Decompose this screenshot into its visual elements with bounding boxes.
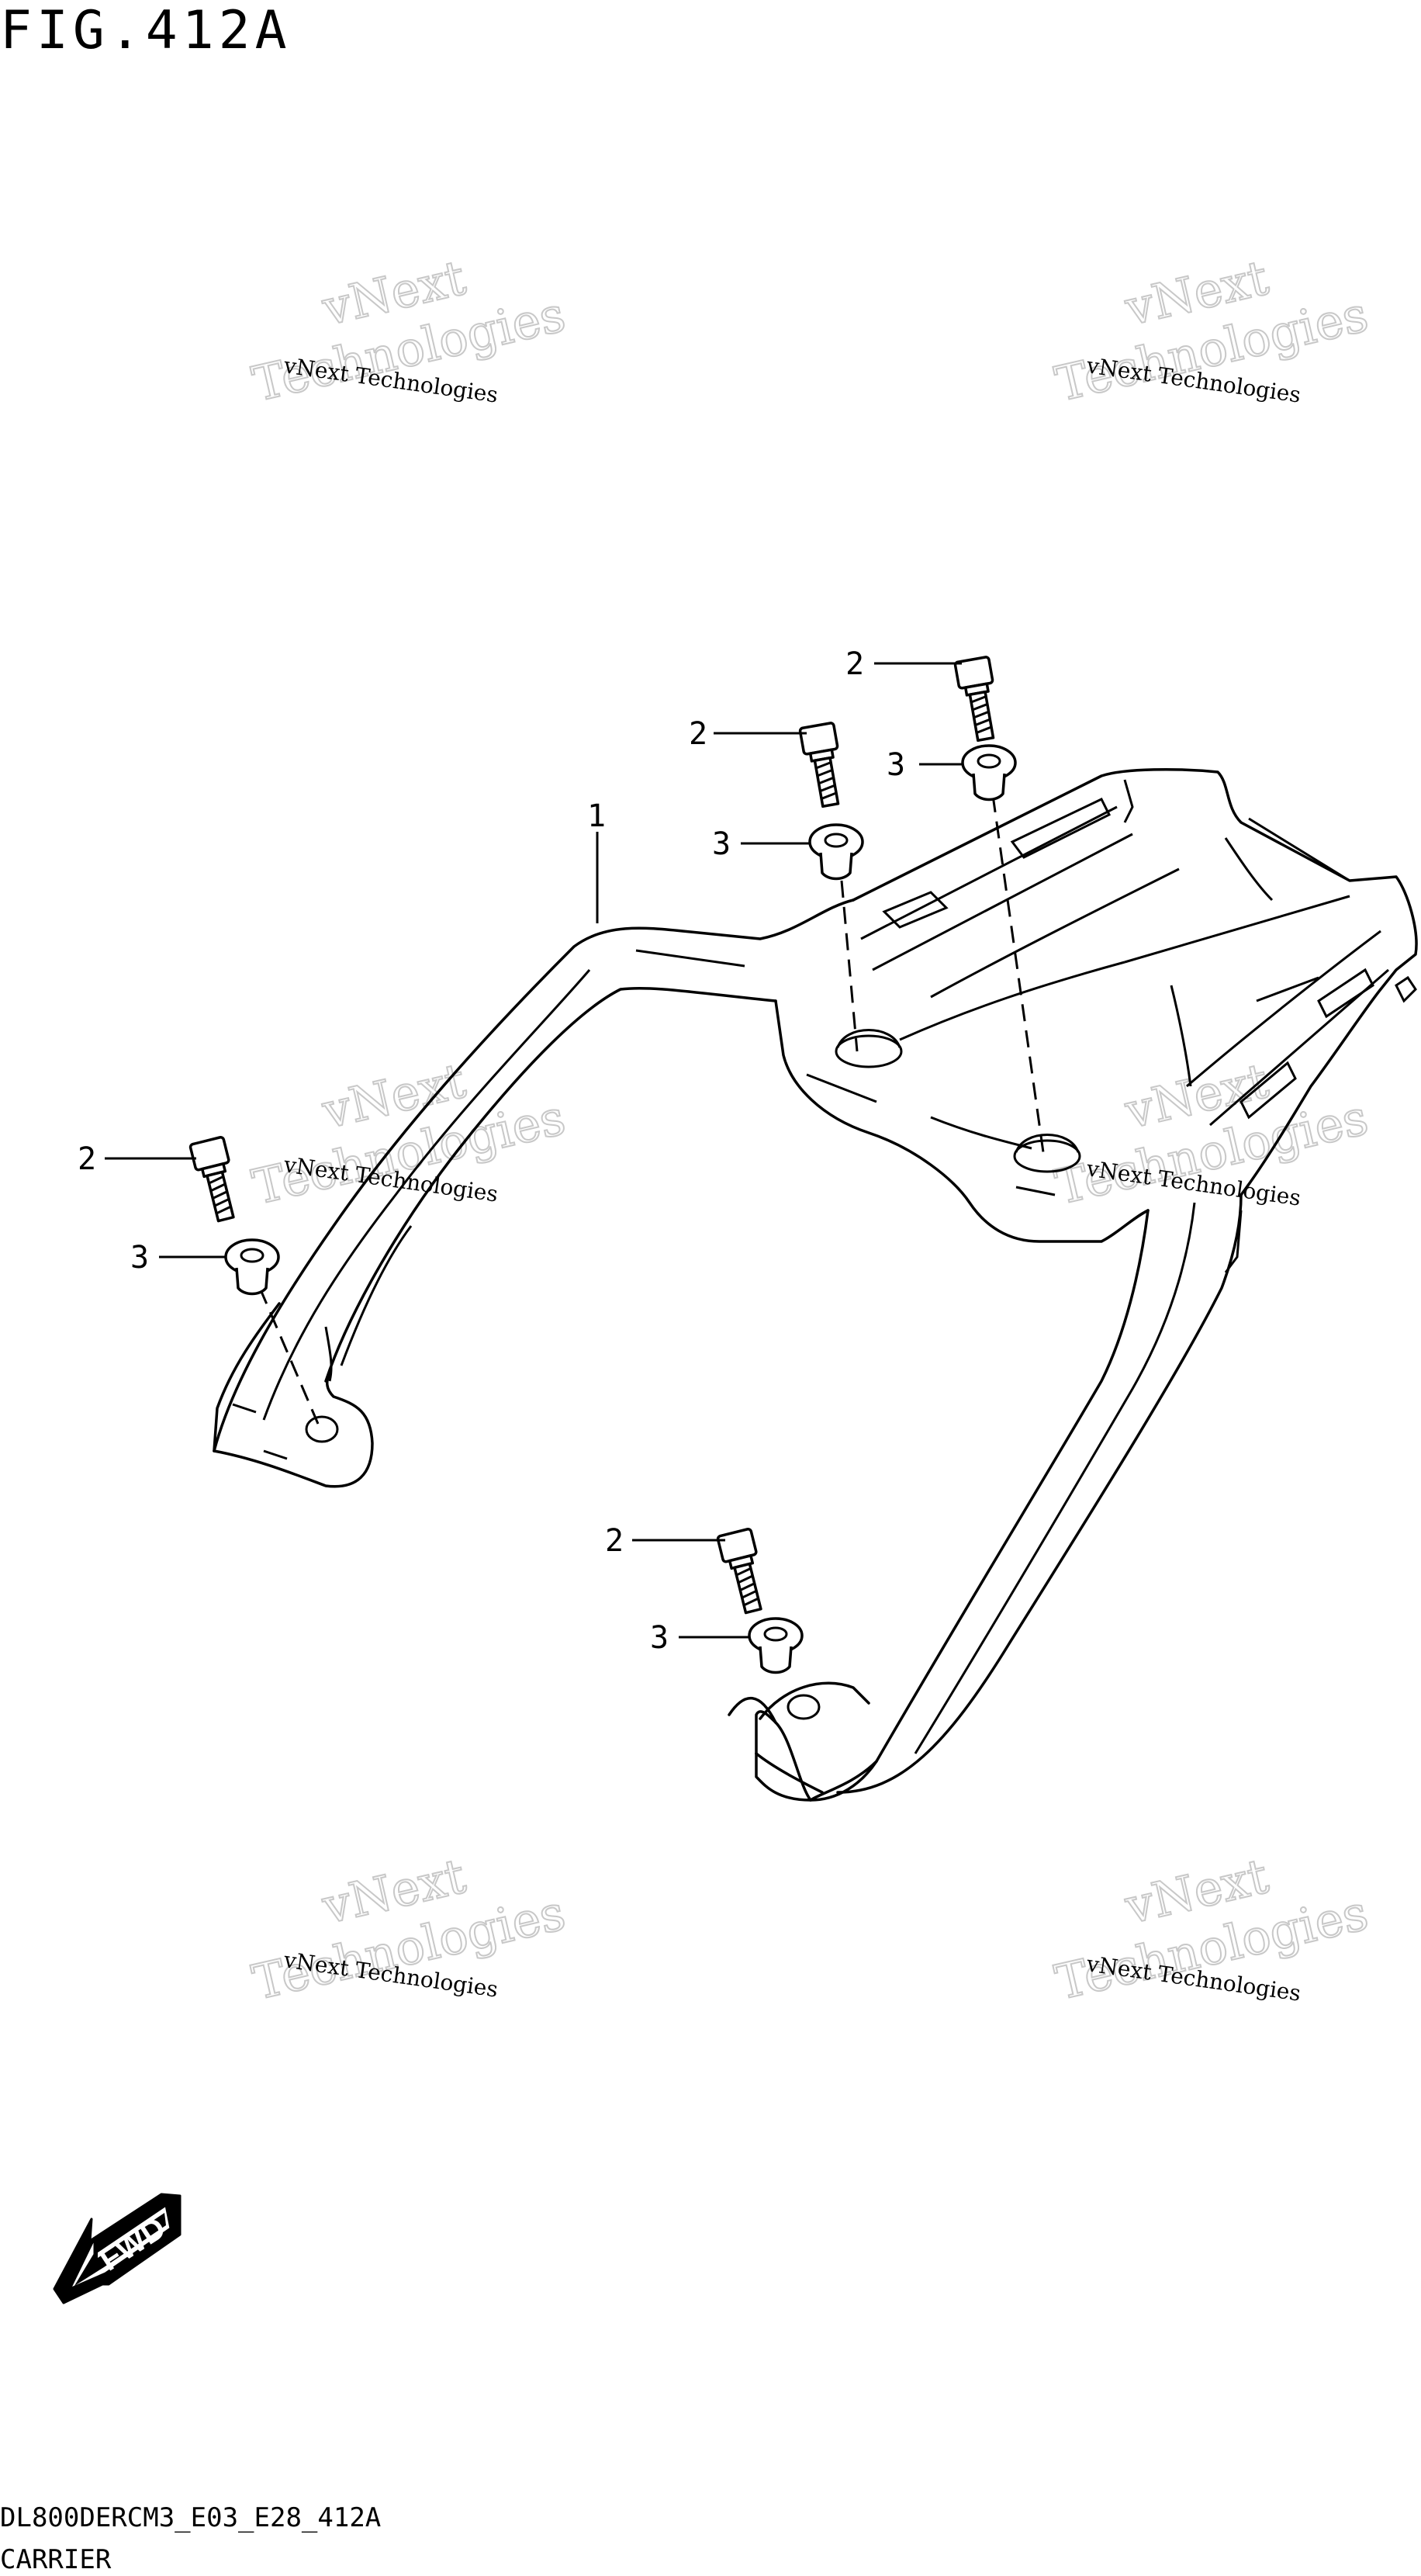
callout-label: 2	[689, 716, 707, 752]
callout-label: 1	[587, 798, 606, 834]
callout-label: 2	[605, 1523, 624, 1559]
washer	[748, 1617, 804, 1674]
model-code: DL800DERCM3_E03_E28_412A	[0, 2502, 381, 2533]
bolt	[716, 1528, 762, 1615]
callout-leaders	[105, 662, 962, 1639]
assembly-axis-lines	[258, 795, 1045, 1425]
bolt	[188, 1136, 235, 1223]
callout-label: 2	[78, 1141, 96, 1177]
callout-label: 3	[887, 747, 905, 783]
washer	[961, 744, 1017, 802]
callout-label: 3	[712, 826, 731, 862]
callout-label: 3	[130, 1240, 149, 1276]
washer	[808, 823, 864, 881]
bolt	[953, 656, 995, 743]
bolt	[798, 722, 840, 808]
washer	[224, 1238, 280, 1296]
callout-label: 2	[845, 646, 864, 682]
callout-label: 3	[650, 1620, 669, 1656]
fwd-arrow-icon: FWD	[53, 2193, 182, 2304]
carrier-part	[213, 767, 1418, 1802]
group-name: CARRIER	[0, 2544, 112, 2575]
figure-title: FIG.412A	[0, 0, 292, 61]
